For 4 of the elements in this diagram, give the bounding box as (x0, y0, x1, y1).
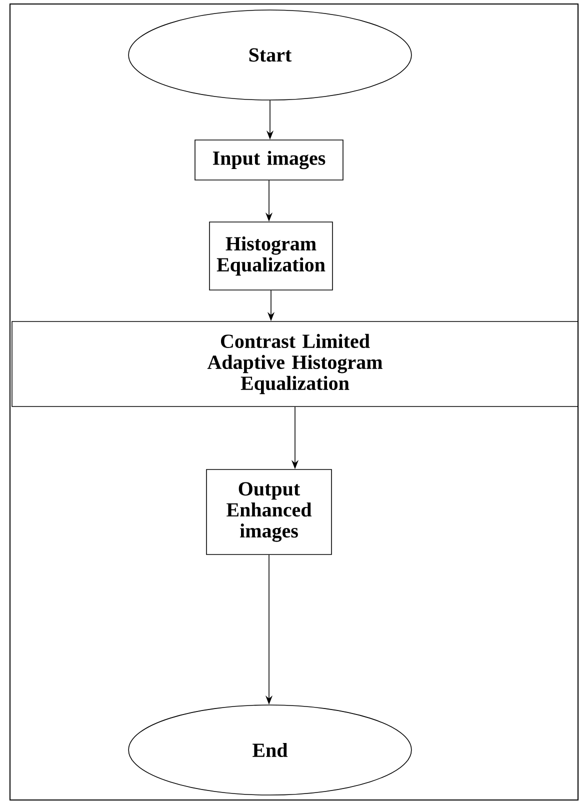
process-box: Input images (194, 140, 344, 180)
process-box: Histogram Equalization (209, 222, 333, 290)
process-box: Output Enhanced images (206, 469, 332, 555)
process-box: Contrast Limited Adaptive Histogram Equalization (12, 321, 578, 407)
